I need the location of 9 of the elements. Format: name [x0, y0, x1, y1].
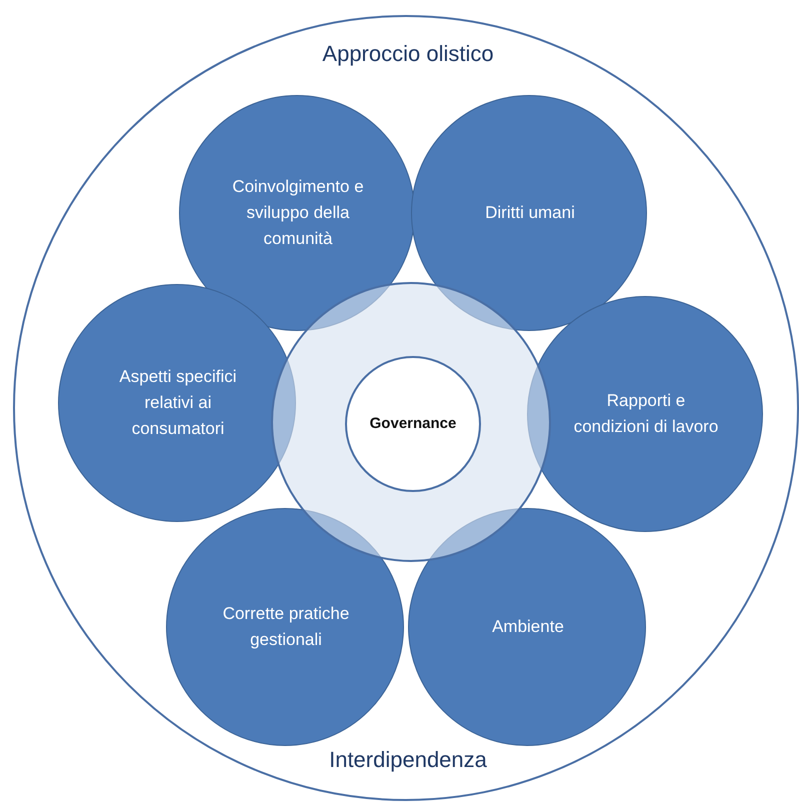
topic-label: Ambiente	[491, 616, 565, 638]
topic-label: Diritti umani	[484, 202, 576, 224]
outer-label: Approccio olistico	[321, 41, 495, 67]
topic-label: Governance	[368, 415, 458, 432]
topic-label: Aspetti specifici relativi ai consumatori	[118, 366, 238, 440]
topic-label: Corrette pratiche gestionali	[222, 603, 350, 651]
topic-label: Coinvolgimento e sviluppo della comunità	[231, 176, 365, 250]
outer-label: Interdipendenza	[328, 747, 488, 773]
topic-label: Rapporti e condizioni di lavoro	[572, 390, 720, 438]
